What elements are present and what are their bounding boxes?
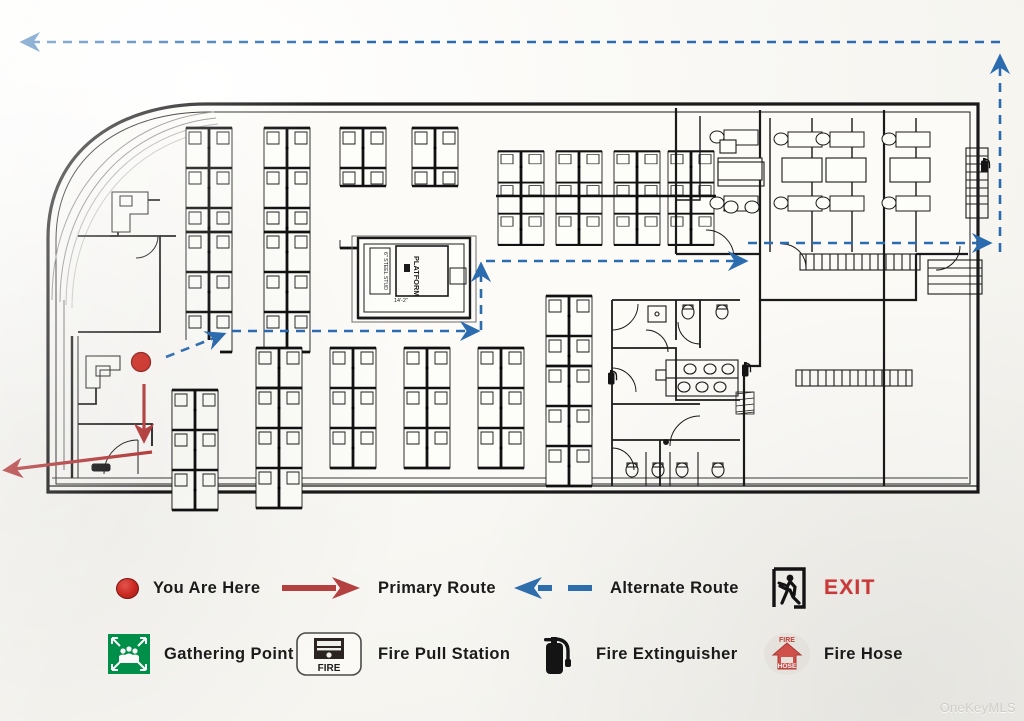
fire-hose-icon-text-bottom: HOSE	[778, 663, 797, 670]
legend: You Are Here Primary Route Alternate Rou…	[0, 556, 1024, 696]
fire-hose-icon: FIRE HOSE	[762, 631, 812, 677]
legend-item-gathering-point: Gathering Point	[108, 628, 294, 680]
legend-item-primary-route: Primary Route	[280, 562, 496, 614]
legend-item-exit: EXIT	[766, 562, 875, 614]
legend-item-alternate-route: Alternate Route	[512, 562, 739, 614]
legend-label-fire-extinguisher: Fire Extinguisher	[596, 644, 738, 663]
alternate-route-arrow-icon	[512, 575, 596, 601]
fire-pull-station-icon-text: FIRE	[318, 663, 341, 674]
legend-row-2: Gathering Point FIRE Fire Pull Station	[0, 628, 1024, 680]
platform-label: PLATFORM	[412, 256, 421, 297]
you-are-here-marker	[130, 351, 152, 373]
exit-running-man-icon	[766, 565, 812, 611]
legend-item-fire-extinguisher: Fire Extinguisher	[540, 628, 738, 680]
fire-extinguisher-icon	[540, 631, 580, 677]
you-are-here-dot-icon	[116, 577, 139, 599]
platform-dimension: 14'-2"	[394, 298, 408, 304]
legend-item-you-are-here: You Are Here	[116, 562, 261, 614]
watermark: OneKeyMLS	[939, 700, 1016, 715]
legend-label-fire-hose: Fire Hose	[824, 644, 903, 663]
gathering-point-icon	[108, 634, 150, 674]
legend-row-1: You Are Here Primary Route Alternate Rou…	[0, 562, 1024, 614]
legend-label-alternate-route: Alternate Route	[610, 578, 739, 597]
legend-label-exit: EXIT	[824, 576, 876, 599]
legend-label-primary-route: Primary Route	[378, 578, 496, 597]
legend-item-fire-pull-station: FIRE Fire Pull Station	[296, 628, 510, 680]
primary-route-arrow-icon	[280, 575, 364, 601]
legend-label-fire-pull-station: Fire Pull Station	[378, 644, 511, 663]
legend-label-you-are-here: You Are Here	[153, 578, 261, 597]
legend-item-fire-hose: FIRE HOSE Fire Hose	[762, 628, 903, 680]
steel-stud-note: 6" STEEL STUD	[382, 252, 388, 290]
fire-pull-station-icon: FIRE	[296, 632, 362, 676]
legend-label-gathering-point: Gathering Point	[164, 644, 294, 663]
